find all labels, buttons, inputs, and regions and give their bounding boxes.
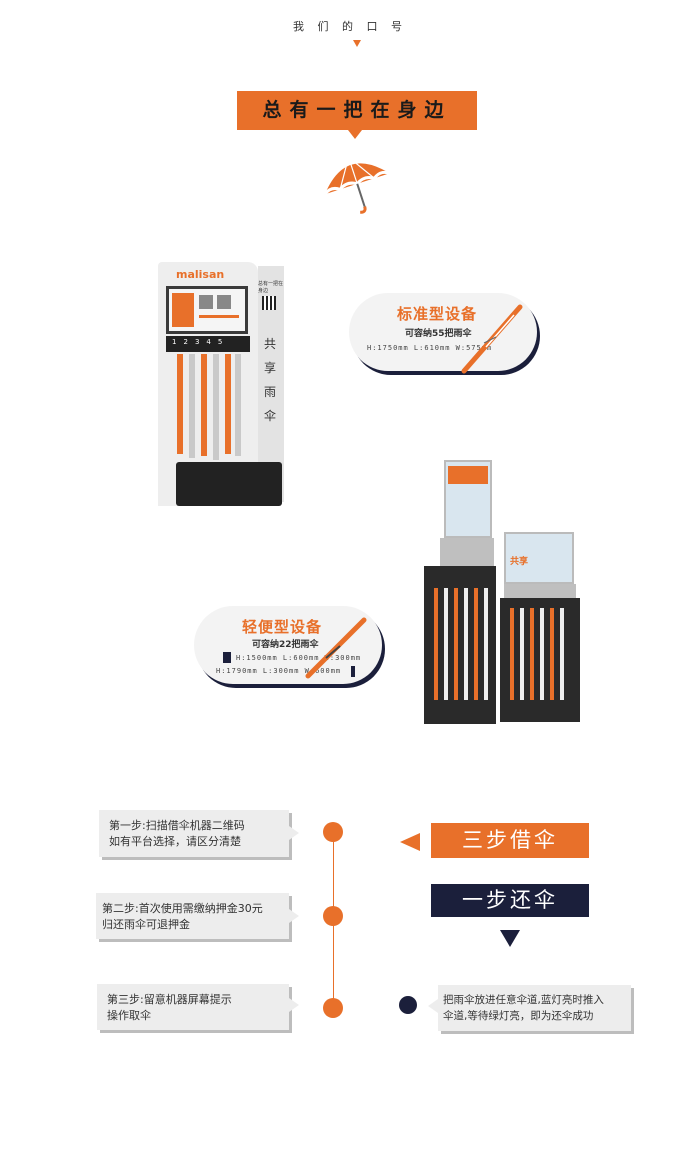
down-arrow-icon [500,930,520,947]
light-spec-2: H:1790mm L:300mm W:600mm [216,667,342,675]
light-title: 轻便型设备 [242,618,323,636]
step-3-bubble: 第三步:留意机器屏幕提示 操作取伞 [97,984,289,1030]
device-side-text: 共享雨伞 [264,337,277,423]
slogan-pointer [348,130,362,139]
borrow-tag: 三步借伞 [431,823,589,858]
step-1-line-1: 第一步:扫描借伞机器二维码 [109,819,245,832]
light-umbrella-rack [434,588,488,700]
slot-label: 1 [172,338,177,346]
step-2-dot [323,906,343,926]
bubble-tail [289,998,299,1012]
light-capacity: 可容纳22把雨伞 [252,640,319,650]
bubble-tail [289,909,299,923]
device-screen [166,286,248,334]
box-small-icon [223,652,231,663]
light-panel-text: 共享 [510,557,529,567]
return-line-1: 把雨伞放进任意伞道,蓝灯亮时推入 [443,994,604,1006]
return-tag: 一步还伞 [431,884,589,917]
screen-slogan: 总有一把在身边 [258,281,284,294]
slot-labels: 1 2 3 4 5 [172,338,252,346]
bubble-tail-left [428,999,438,1013]
light-device-card: 轻便型设备 可容纳22把雨伞 H:1500mm L:600mm W:300mm … [194,606,382,684]
light-umbrella-rack-2 [510,608,564,700]
standard-device-card: 标准型设备 可容纳55把雨伞 H:1750mm L:610mm W:575mm [349,293,537,371]
step-1-line-2: 如有平台选择，请区分清楚 [109,835,241,848]
return-line-2: 伞道,等待绿灯亮，即为还伞成功 [443,1010,594,1022]
device-brand: malisan [176,268,225,281]
step-3-line-1: 第三步:留意机器屏幕提示 [107,993,232,1006]
standard-device-image: malisan 总有一把在身边 共享雨伞 1 2 3 4 5 [158,262,284,506]
slot-label: 2 [183,338,188,346]
umbrella-icon [323,156,391,214]
step-2-bubble: 第二步:首次使用需缴纳押金30元 归还雨伞可退押金 [96,893,289,939]
return-dot [399,996,417,1014]
slot-label: 5 [217,338,223,346]
return-bubble: 把雨伞放进任意伞道,蓝灯亮时推入 伞道,等待绿灯亮，即为还伞成功 [438,985,631,1031]
light-device-image: 共享 [420,458,580,724]
box-tall-icon [351,666,355,677]
umbrella-handle-icon [461,304,523,374]
section-title: 我 们 的 口 号 [293,20,407,33]
slot-label: 3 [194,338,200,346]
step-3-dot [323,998,343,1018]
step-2-line-2: 归还雨伞可退押金 [102,918,190,931]
umbrella-handle-icon-2 [305,617,367,679]
umbrella-rack [177,354,241,460]
standard-capacity: 可容纳55把雨伞 [405,329,472,339]
step-1-dot [323,822,343,842]
slogan-banner: 总有一把在身边 [237,91,477,130]
bubble-tail [289,826,299,840]
standard-title: 标准型设备 [397,305,478,323]
standard-spec: H:1750mm L:610mm W:575mm [367,344,493,352]
slot-label: 4 [206,338,211,346]
step-3-line-2: 操作取伞 [107,1009,151,1022]
left-arrow-icon [400,833,420,851]
step-1-bubble: 第一步:扫描借伞机器二维码 如有平台选择，请区分清楚 [99,810,289,857]
step-2-line-1: 第二步:首次使用需缴纳押金30元 [102,902,263,915]
qr-code-icon [262,296,276,310]
down-arrow-icon [353,40,361,47]
light-spec-1: H:1500mm L:600mm W:300mm [236,654,362,662]
